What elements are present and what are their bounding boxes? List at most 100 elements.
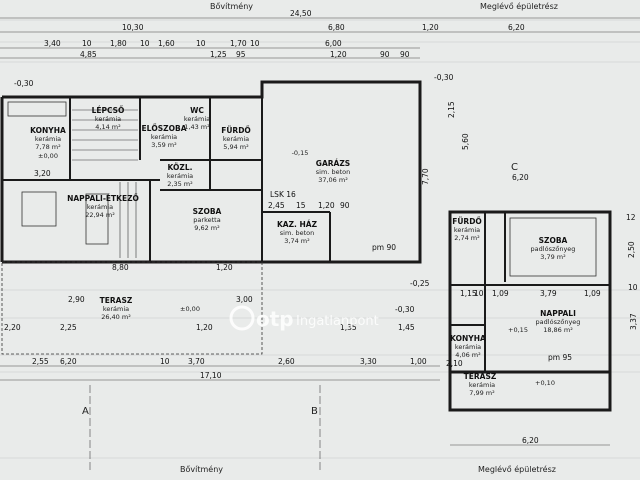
room-wc-name: WC: [190, 106, 204, 115]
watermark-brand: otp: [256, 307, 294, 331]
right-dim-1: 7,70: [421, 168, 430, 185]
room-terasz2-area: 7,99 m²: [469, 389, 495, 397]
level-garazs: -0,15: [292, 149, 309, 157]
room-terasz2-floor: kerámia: [469, 381, 495, 389]
top-dim-r3-5: 10: [196, 39, 206, 48]
right-dim-0: 5,60: [461, 133, 470, 150]
room-kazhaz-area: 3,74 m²: [284, 237, 310, 245]
right-dim-4: 3,37: [629, 313, 638, 330]
bottom-dim-4: 2,60: [278, 357, 295, 366]
room-konyha2-floor: kerámia: [455, 343, 481, 351]
level-nappali2: +0,15: [508, 326, 528, 334]
level-ext1: -0,30: [14, 79, 34, 88]
level-ext3: -0,25: [410, 279, 430, 288]
room-szoba2-area: 3,79 m²: [540, 253, 566, 261]
mid-dim-5: 1,15: [460, 289, 477, 298]
otp-logo-icon: [229, 305, 255, 331]
room-garazs-area: 37,06 m²: [318, 176, 348, 184]
top-dim-r2-1: 6,80: [328, 23, 345, 32]
otp-watermark: otp Ingatlanpont: [229, 305, 379, 331]
room-terasz1-area: 26,40 m²: [101, 313, 131, 321]
footer-section-left: Bővítmény: [180, 464, 223, 474]
top-dim-r3-8: 6,00: [325, 39, 342, 48]
mid-dim-3: 1,20: [318, 201, 335, 210]
room-szoba2-floor: padlószőnyeg: [531, 244, 576, 253]
bottom-dim-right: 6,20: [522, 436, 539, 445]
room-konyha-floor: kerámia: [35, 135, 61, 143]
room-nappali2-floor: padlószőnyeg: [536, 317, 581, 326]
room-terasz1-name: TERASZ: [100, 296, 133, 305]
room-wc-area: 1,43 m²: [184, 123, 210, 131]
mid-dim-17: 8,80: [112, 263, 129, 272]
room-kozl-area: 2,35 m²: [167, 180, 193, 188]
top-dim-r3-7: 10: [250, 39, 260, 48]
room-szoba1-name: SZOBA: [193, 207, 222, 216]
mid-dim-8: 10: [474, 289, 484, 298]
room-wc: WC kerámia 1,43 m²: [184, 106, 210, 131]
room-terasz2-name: TERASZ: [464, 372, 497, 381]
mid-dim-1: 2,45: [268, 201, 285, 210]
level-konyha: ±0,00: [38, 152, 58, 160]
right-dim-6: 10: [628, 283, 638, 292]
level-ext4: -0,30: [395, 305, 415, 314]
room-eloszoba-name: ELŐSZOBA: [141, 124, 186, 133]
top-dim-r4-1: 1,25: [210, 50, 227, 59]
mid-dim-11: 2,25: [60, 323, 77, 332]
room-lepcso-name: LÉPCSŐ: [92, 106, 125, 115]
mid-dim-19: 2,10: [446, 359, 463, 368]
lsk-label: LSK 16: [270, 190, 296, 199]
room-furdo1-floor: kerámia: [223, 135, 249, 143]
level-ext2: -0,30: [434, 73, 454, 82]
top-dim-r4-3: 1,20: [330, 50, 347, 59]
bottom-dim-total: 17,10: [200, 371, 222, 380]
mid-dim-0: 3,20: [34, 169, 51, 178]
room-szoba1-floor: parketta: [193, 216, 220, 224]
bottom-dim-3: 3,70: [188, 357, 205, 366]
room-terasz2: TERASZ kerámia 7,99 m² +0,10: [464, 372, 555, 397]
room-lepcso-area: 4,14 m²: [95, 123, 121, 131]
bottom-dim-2: 10: [160, 357, 170, 366]
room-konyha-area: 7,78 m²: [35, 143, 61, 151]
top-dim-r2-0: 10,30: [122, 23, 144, 32]
mid-dim-13: 1,35: [340, 323, 357, 332]
mid-dim-2: 15: [296, 201, 306, 210]
room-garazs-name: GARÁZS: [316, 159, 350, 168]
mid-dim-14: 1,45: [398, 323, 415, 332]
mid-dim-4: 90: [340, 201, 350, 210]
room-szoba1-area: 9,62 m²: [194, 224, 220, 232]
room-kozl-name: KÖZL.: [168, 163, 193, 172]
top-dim-r3-0: 3,40: [44, 39, 61, 48]
footer-section-right: Meglévő épületrész: [478, 464, 556, 474]
room-nappali-etkezo-floor: kerámia: [87, 203, 113, 211]
top-dim-r3-3: 10: [140, 39, 150, 48]
bottom-dim-1: 6,20: [60, 357, 77, 366]
header-section-right: Meglévő épületrész: [480, 1, 558, 11]
room-furdo1: FÜRDŐ kerámia 5,94 m²: [221, 126, 251, 151]
right-dim-3: 2,50: [627, 241, 636, 258]
room-nappali2-name: NAPPALI: [540, 309, 576, 318]
header-section-left: Bővítmény: [210, 1, 253, 11]
room-nappali-etkezo: NAPPALI-ÉTKEZŐ kerámia 22,94 m²: [67, 194, 139, 219]
axis-a: A: [82, 406, 89, 417]
top-dim-r3-2: 1,80: [110, 39, 127, 48]
mid-dim-12: 1,20: [196, 323, 213, 332]
room-kozl: KÖZL. kerámia 2,35 m²: [167, 163, 193, 188]
room-terasz1: TERASZ kerámia 26,40 m² ±0,00: [100, 296, 200, 321]
room-furdo1-area: 5,94 m²: [223, 143, 249, 151]
room-kozl-floor: kerámia: [167, 172, 193, 180]
room-terasz1-floor: kerámia: [103, 305, 129, 313]
top-dim-r4-0: 4,85: [80, 50, 97, 59]
mid-dim-15: 2,90: [68, 295, 85, 304]
room-furdo2-floor: kerámia: [454, 226, 480, 234]
level-terasz1: ±0,00: [180, 305, 200, 313]
axis-c: C: [511, 162, 518, 173]
pm90-label: pm 90: [372, 243, 396, 252]
bottom-dim-6: 1,00: [410, 357, 427, 366]
room-garazs: -0,15 GARÁZS sim. beton 37,06 m²: [292, 149, 351, 184]
room-kazhaz-name: KAZ. HÁZ: [277, 220, 318, 229]
mid-dim-16: 3,00: [236, 295, 253, 304]
room-eloszoba-floor: kerámia: [151, 133, 177, 141]
room-szoba2-name: SZOBA: [539, 236, 568, 245]
room-szoba2: SZOBA padlószőnyeg 3,79 m²: [531, 236, 576, 261]
mid-dim-10: 2,20: [4, 323, 21, 332]
